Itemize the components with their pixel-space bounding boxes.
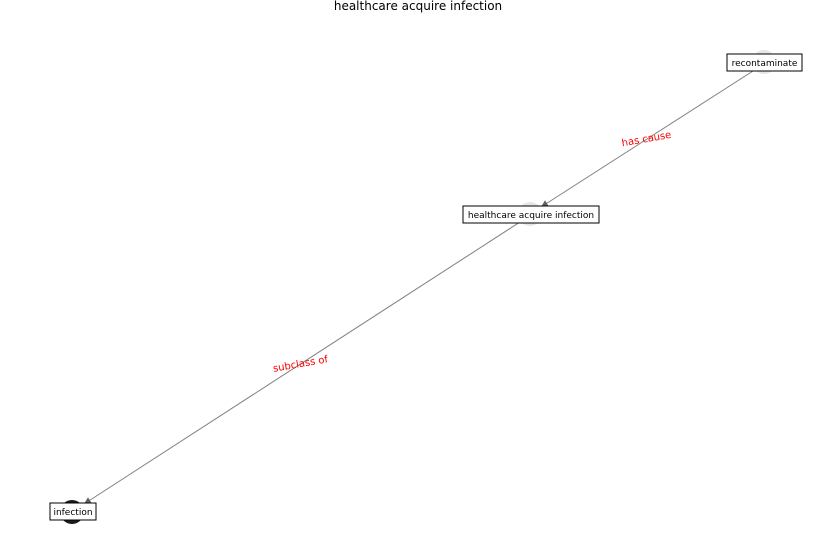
edge-label-has-cause: has cause [621,130,672,150]
svg-text:infection: infection [53,508,92,518]
edge-has-cause [540,70,754,208]
svg-text:recontaminate: recontaminate [732,59,798,69]
edge-label-subclass-of: subclass of [272,354,329,375]
edge-labels-layer: has cause subclass of [272,130,672,375]
node-labels-layer: recontaminate healthcare acquire infecti… [49,53,803,521]
edge-subclass-of [83,221,521,505]
graph-title: healthcare acquire infection [334,0,502,13]
node-label-infection: infection [49,502,97,521]
svg-text:healthcare acquire infection: healthcare acquire infection [468,211,594,221]
nodes-layer [60,50,776,524]
node-label-recontaminate: recontaminate [726,53,803,72]
edges-layer [83,70,754,505]
node-label-healthcare-acquire-infection: healthcare acquire infection [462,205,600,224]
